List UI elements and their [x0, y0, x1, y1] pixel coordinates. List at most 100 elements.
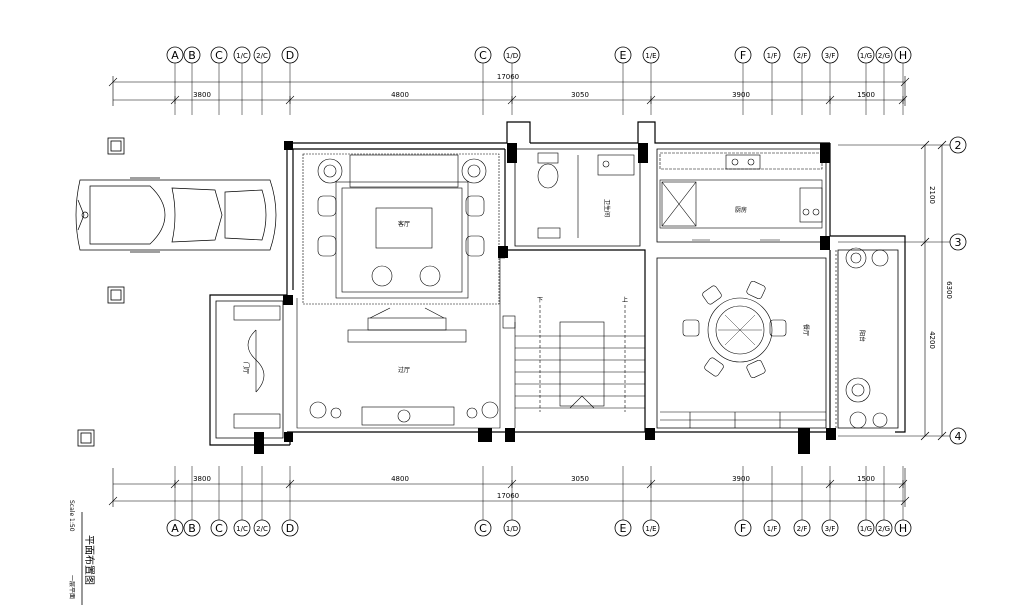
- axis-bubble-top-1D: 1/D: [503, 46, 521, 64]
- stair-label-up: 上: [622, 296, 628, 304]
- axis-label: 3: [955, 236, 962, 249]
- room-label-dining: 餐厅: [802, 324, 810, 336]
- staircase: 下 上: [502, 296, 645, 428]
- axis-label: E: [620, 522, 627, 535]
- axis-bubble-top-1E: 1/E: [642, 46, 660, 64]
- axis-bubble-top-1C: 1/C: [233, 46, 251, 64]
- top-dimension-lines: 17060 3800 4800 3050 3900 1500: [108, 73, 910, 106]
- axis-label: 1/C: [236, 52, 248, 60]
- dimension-segment: 4200: [928, 331, 936, 349]
- axis-label: A: [171, 49, 179, 62]
- axis-label: 4: [955, 430, 962, 443]
- axis-label: A: [171, 522, 179, 535]
- axis-bubble-top-B: B: [183, 46, 201, 64]
- car-icon: [75, 177, 277, 253]
- axis-bubble-bottom-C2: C: [474, 519, 492, 537]
- axis-label: B: [188, 49, 196, 62]
- dimension-segment: 4800: [391, 475, 409, 483]
- axis-bubble-top-D: D: [281, 46, 299, 64]
- dimension-segment: 3900: [732, 475, 750, 483]
- axis-label: 1/G: [860, 525, 872, 533]
- dimension-segment: 4800: [391, 91, 409, 99]
- axis-bubble-top-1F: 1/F: [763, 46, 781, 64]
- axis-bubble-bottom-C: C: [210, 519, 228, 537]
- kitchen: 厨房: [659, 152, 823, 241]
- drawing-subtitle: 一层平面: [68, 575, 75, 599]
- living-room: 客厅: [302, 153, 500, 305]
- axis-bubble-bottom-1C: 1/C: [233, 519, 251, 537]
- axis-label: 1/D: [506, 525, 518, 533]
- axis-bubble-right-3: 3: [949, 233, 967, 251]
- right-axis-grid: 2 3 4 2100 4200 6300: [838, 136, 967, 445]
- room-label-kitchen: 厨房: [735, 206, 747, 214]
- axis-bubble-bottom-1G: 1/G: [857, 519, 875, 537]
- axis-bubble-right-4: 4: [949, 427, 967, 445]
- axis-label: F: [740, 522, 746, 535]
- room-label-bathroom: 卫生间: [603, 199, 611, 217]
- stair-label-down: 下: [537, 297, 543, 304]
- axis-label: 2/C: [256, 52, 268, 60]
- balcony: 阳台: [835, 247, 889, 429]
- axis-label: C: [215, 522, 223, 535]
- total-dimension-right: 6300: [945, 281, 953, 299]
- drawing-title: 平面布置图: [83, 535, 95, 585]
- bathroom: 卫生间: [537, 152, 635, 239]
- axis-bubble-bottom-F: F: [734, 519, 752, 537]
- axis-label: 3/F: [825, 525, 836, 533]
- axis-label: 1/D: [506, 52, 518, 60]
- axis-bubble-right-2: 2: [949, 136, 967, 154]
- title-block: 平面布置图 Scale 1:50 一层平面: [68, 500, 95, 605]
- axis-bubble-bottom-B: B: [183, 519, 201, 537]
- dimension-segment: 3800: [193, 475, 211, 483]
- axis-label: C: [479, 522, 487, 535]
- bottom-axis-grid: A B C 1/C 2/C D C 1/D E 1/E F 1/F 2/F 3/…: [166, 519, 912, 537]
- axis-bubble-bottom-3F: 3/F: [821, 519, 839, 537]
- top-axis-grid: A B C 1/C 2/C D C 1/D E 1/E F 1/F 2/F 3/…: [166, 46, 912, 115]
- axis-label: H: [899, 49, 907, 62]
- axis-bubble-top-3F: 3/F: [821, 46, 839, 64]
- axis-label: D: [286, 49, 294, 62]
- axis-bubble-bottom-D: D: [281, 519, 299, 537]
- axis-bubble-top-2C: 2/C: [253, 46, 271, 64]
- axis-label: 1/E: [645, 52, 656, 60]
- structural-columns: [254, 141, 836, 454]
- axis-label: B: [188, 522, 196, 535]
- axis-label: 2/G: [878, 52, 890, 60]
- axis-bubble-top-2F: 2/F: [793, 46, 811, 64]
- axis-bubble-top-H: H: [894, 46, 912, 64]
- axis-bubble-top-A: A: [166, 46, 184, 64]
- axis-label: 1/G: [860, 52, 872, 60]
- axis-bubble-top-2G: 2/G: [875, 46, 893, 64]
- room-label-hall: 过厅: [398, 366, 410, 374]
- room-label-balcony: 阳台: [858, 330, 866, 342]
- bottom-dimension-lines: 3800 4800 3050 3900 1500 17060: [108, 466, 910, 520]
- axis-label: 2/F: [797, 525, 808, 533]
- axis-label: D: [286, 522, 294, 535]
- axis-label: 1/E: [645, 525, 656, 533]
- axis-label: 1/F: [767, 52, 778, 60]
- axis-bubble-bottom-1D: 1/D: [503, 519, 521, 537]
- axis-bubble-top-C: C: [210, 46, 228, 64]
- total-dimension-bottom: 17060: [497, 492, 519, 500]
- axis-bubble-bottom-2F: 2/F: [793, 519, 811, 537]
- axis-label: C: [479, 49, 487, 62]
- dimension-segment: 3050: [571, 475, 589, 483]
- dimension-segment: 1500: [857, 91, 875, 99]
- axis-bubble-bottom-1E: 1/E: [642, 519, 660, 537]
- foyer: 门厅: [233, 305, 281, 429]
- axis-label: 2/G: [878, 525, 890, 533]
- axis-label: F: [740, 49, 746, 62]
- drawing-scale: Scale 1:50: [68, 500, 75, 532]
- room-label-foyer: 门厅: [242, 362, 250, 374]
- room-label-living: 客厅: [398, 220, 410, 228]
- axis-bubble-bottom-2G: 2/G: [875, 519, 893, 537]
- dining-room: 餐厅: [660, 280, 826, 428]
- dimension-segment: 3900: [732, 91, 750, 99]
- building-walls: [209, 121, 906, 446]
- axis-label: 2: [955, 139, 962, 152]
- axis-label: H: [899, 522, 907, 535]
- axis-label: 1/F: [767, 525, 778, 533]
- column-markers: [77, 137, 125, 447]
- axis-bubble-top-C2: C: [474, 46, 492, 64]
